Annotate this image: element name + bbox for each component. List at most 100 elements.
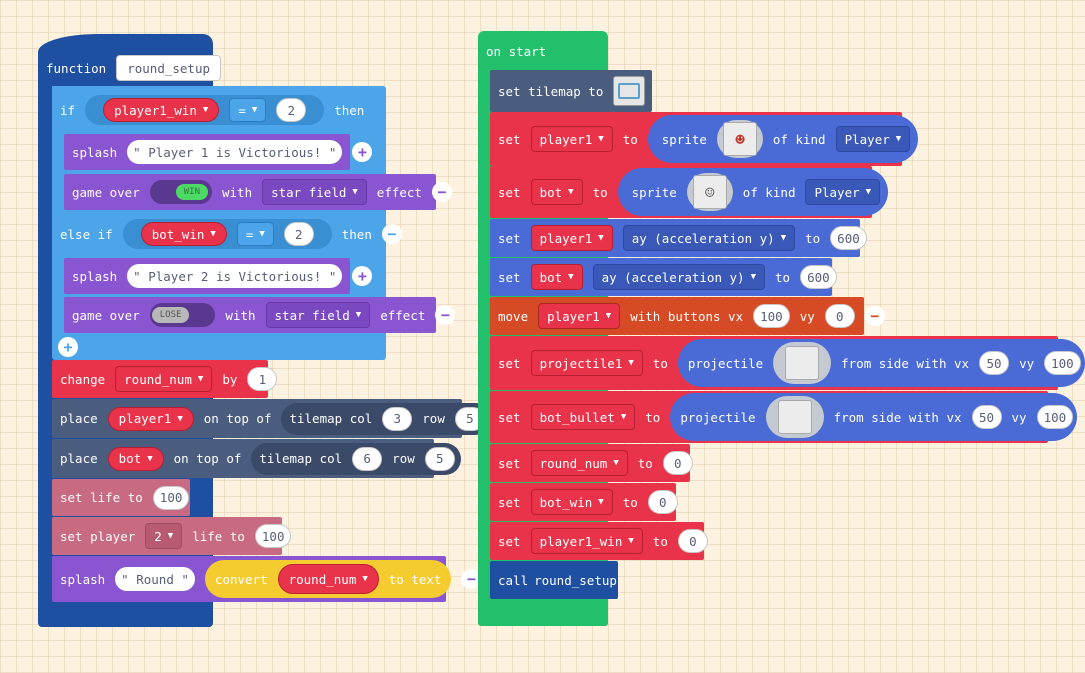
else-if-row[interactable]: else if bot_win▼ =▼ 2 then − [52,214,402,254]
variable-bot-bullet[interactable]: bot_bullet▼ [530,404,636,430]
variable-projectile1[interactable]: projectile1▼ [530,350,643,376]
place2-row-value[interactable]: 5 [424,446,455,471]
change-block[interactable]: change round_num▼ by 1 [52,360,278,398]
splash-block-2[interactable]: splash " Player 2 is Victorious! " + [64,258,373,294]
property-dropdown-1[interactable]: ay (acceleration y)▼ [622,225,796,251]
compare-value-2[interactable]: 2 [283,222,314,246]
tilemap-thumbnail[interactable] [613,76,646,106]
bot-sprite-thumbnail[interactable]: ☺ [686,173,733,211]
bot-ay-value[interactable]: 600 [800,265,837,289]
projectile-image-thumbnail-2[interactable] [765,396,824,438]
projectile1-vx-value[interactable]: 50 [979,351,1010,375]
place-block-1[interactable]: place player1▼ on top of tilemap col 3 r… [52,399,491,438]
place2-col-value[interactable]: 6 [352,446,383,471]
on-start-header[interactable]: on start [478,34,608,68]
variable-bot-win[interactable]: bot_win▼ [530,489,613,515]
variable-round-num[interactable]: round_num▼ [530,450,628,476]
set-projectile1-block[interactable]: set projectile1▼ to projectile from side… [490,336,1085,390]
variable-round-num-convert[interactable]: round_num▼ [277,564,379,594]
remove-parameter-icon[interactable]: − [431,182,452,202]
set-bot-win-block[interactable]: set bot_win▼ to 0 [490,483,678,521]
set-life-value[interactable]: 100 [152,485,190,510]
variable-bot[interactable]: bot▼ [530,179,583,205]
variable-player1-win[interactable]: player1_win▼ [103,98,220,122]
set-bot-sprite-block[interactable]: set bot▼ to sprite ☺ of kind Player▼ [490,166,889,218]
variable-player1[interactable]: player1▼ [107,406,194,431]
operator-dropdown[interactable]: =▼ [236,222,274,246]
place1-col-value[interactable]: 3 [382,406,413,431]
variable-player1-win[interactable]: player1_win▼ [530,528,643,554]
win-toggle[interactable]: WIN [149,180,212,204]
player-sprite-thumbnail[interactable]: ☻ [716,120,763,158]
player1-ay-value[interactable]: 600 [830,226,867,250]
remove-parameter-icon[interactable]: − [435,305,456,325]
splash-block-1[interactable]: splash " Player 1 is Victorious! " + [64,134,373,170]
add-parameter-icon[interactable]: + [352,266,373,286]
game-over-block-win[interactable]: game over WIN with star field▼ effect − [64,174,452,210]
convert-to-text-reporter[interactable]: convert round_num▼ to text [204,560,452,598]
lose-toggle[interactable]: LOSE [149,303,216,327]
variable-player1-ay[interactable]: player1▼ [530,225,613,251]
splash-text-2[interactable]: " Player 2 is Victorious! " [127,264,343,288]
variable-bot-win[interactable]: bot_win▼ [140,222,227,246]
place-block-2[interactable]: place bot▼ on top of tilemap col 6 row 5 [52,439,461,478]
tilemap-col-reporter-2[interactable]: tilemap col 6 row 5 [251,442,461,475]
player-number-dropdown[interactable]: 2▼ [145,523,183,549]
remove-parameter-icon[interactable]: − [864,306,885,326]
property-dropdown-2[interactable]: ay (acceleration y)▼ [592,264,765,290]
splash-round-block[interactable]: splash " Round " convert round_num▼ to t… [52,556,482,602]
kind-dropdown-2[interactable]: Player▼ [805,179,881,205]
projectile1-vy-value[interactable]: 100 [1044,351,1081,375]
set-player-life-block[interactable]: set player 2▼ life to 100 [52,517,292,555]
add-else-icon[interactable]: + [58,337,78,357]
tilemap-col-reporter-1[interactable]: tilemap col 3 row 5 [281,402,491,435]
function-header[interactable]: function round_setup [38,50,222,86]
set-keyword: set [498,409,521,425]
add-parameter-icon[interactable]: + [352,142,373,162]
if-row[interactable]: if player1_win▼ =▼ 2 then [52,90,366,130]
kind-dropdown-1[interactable]: Player▼ [835,126,911,152]
variable-round-num[interactable]: round_num▼ [115,366,213,392]
set-player1-ay-block[interactable]: set player1▼ ay (acceleration y)▼ to 600 [490,219,867,257]
from-side-keyword: from side with vx [833,409,962,425]
compare-condition-1[interactable]: player1_win▼ =▼ 2 [85,95,325,125]
effect-dropdown-2[interactable]: star field▼ [265,302,371,328]
game-over-block-lose[interactable]: game over LOSE with star field▼ effect − [64,297,456,333]
set-life-block[interactable]: set life to 100 [52,479,190,516]
remove-parameter-icon[interactable]: − [461,569,482,589]
call-function-block[interactable]: call round_setup [490,561,618,599]
set-bot-ay-block[interactable]: set bot▼ ay (acceleration y)▼ to 600 [490,258,837,296]
move-with-buttons-block[interactable]: move player1▼ with buttons vx 100 vy 0 − [490,297,885,335]
variable-bot[interactable]: bot▼ [107,446,164,471]
player1-win-value[interactable]: 0 [677,529,708,553]
remove-else-if-icon[interactable]: − [381,224,402,244]
function-name-field[interactable]: round_setup [116,55,222,81]
operator-dropdown[interactable]: =▼ [229,98,267,122]
sprite-of-kind-reporter-2[interactable]: sprite ☺ of kind Player▼ [617,168,889,216]
move-vy-value[interactable]: 0 [824,304,855,328]
projectile-reporter-2[interactable]: projectile from side with vx 50 vy 100 [670,393,1078,441]
set-round-num-block[interactable]: set round_num▼ to 0 [490,444,693,482]
set-player1-sprite-block[interactable]: set player1▼ to sprite ☻ of kind Player▼ [490,112,919,166]
variable-bot-ay[interactable]: bot▼ [530,264,583,290]
projectile-reporter-1[interactable]: projectile from side with vx 50 vy 100 [677,339,1085,387]
bot-bullet-vy-value[interactable]: 100 [1036,405,1074,429]
compare-condition-2[interactable]: bot_win▼ =▼ 2 [122,219,332,249]
player-life-value[interactable]: 100 [254,524,292,548]
change-value[interactable]: 1 [247,367,278,391]
sprite-of-kind-reporter-1[interactable]: sprite ☻ of kind Player▼ [647,115,919,163]
variable-player1-move[interactable]: player1▼ [538,303,621,329]
set-tilemap-block[interactable]: set tilemap to [490,70,652,112]
set-bot-bullet-block[interactable]: set bot_bullet▼ to projectile from side … [490,391,1078,443]
projectile-image-thumbnail-1[interactable] [773,342,832,384]
variable-player1[interactable]: player1▼ [530,126,613,152]
bot-bullet-vx-value[interactable]: 50 [971,405,1002,429]
splash-text-1[interactable]: " Player 1 is Victorious! " [127,140,343,164]
set-player1-win-block[interactable]: set player1_win▼ to 0 [490,522,708,560]
effect-dropdown-1[interactable]: star field▼ [262,179,367,205]
bot-win-value[interactable]: 0 [647,490,678,514]
round-num-value[interactable]: 0 [662,451,693,475]
move-vx-value[interactable]: 100 [753,304,790,328]
compare-value-1[interactable]: 2 [276,98,307,122]
splash-round-text[interactable]: " Round " [115,567,195,591]
